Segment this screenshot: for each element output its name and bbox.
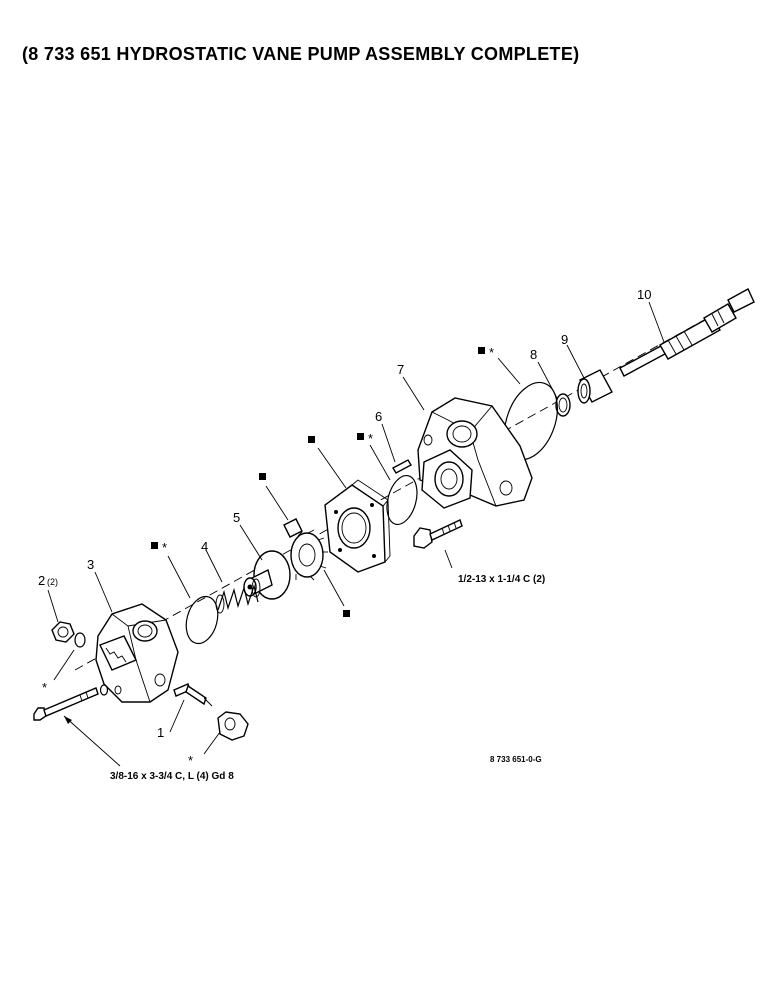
square-marker bbox=[343, 610, 350, 617]
asterisk-marker: * bbox=[42, 680, 47, 695]
drive-shaft-part bbox=[619, 288, 755, 377]
body-bolt-part bbox=[413, 519, 463, 549]
key-part bbox=[392, 459, 412, 474]
callout-6: 6 bbox=[375, 409, 382, 424]
bearing-part bbox=[577, 369, 613, 404]
plug-part bbox=[51, 621, 86, 648]
asterisk-marker: * bbox=[188, 753, 193, 768]
pump-body-part bbox=[417, 397, 533, 509]
callout-7: 7 bbox=[397, 362, 404, 377]
square-marker bbox=[478, 347, 485, 354]
callout-5: 5 bbox=[233, 510, 240, 525]
cover-part bbox=[95, 603, 179, 703]
callout-8: 8 bbox=[530, 347, 537, 362]
cam-ring-part bbox=[324, 479, 391, 573]
figure-number: 8 733 651-0-G bbox=[490, 755, 542, 764]
assembly-axis-line bbox=[74, 299, 741, 671]
diagram-title: (8 733 651 HYDROSTATIC VANE PUMP ASSEMBL… bbox=[22, 44, 580, 64]
callout-2-qty: (2) bbox=[47, 577, 58, 587]
asterisk-marker: * bbox=[368, 431, 373, 446]
cover-bolt-spec: 3/8-16 x 3-3/4 C, L (4) Gd 8 bbox=[110, 771, 234, 782]
callout-1: 1 bbox=[157, 725, 164, 740]
leader-lines bbox=[47, 301, 665, 767]
valve-stem-part bbox=[173, 683, 213, 707]
callout-9: 9 bbox=[561, 332, 568, 347]
square-marker bbox=[308, 436, 315, 443]
asterisk-marker: * bbox=[162, 540, 167, 555]
callout-2: 2 bbox=[38, 573, 45, 588]
vane-part bbox=[283, 518, 303, 538]
callout-4: 4 bbox=[201, 539, 208, 554]
end-plate-part bbox=[243, 550, 291, 600]
cover-o-ring-part bbox=[185, 595, 219, 645]
rotor-part bbox=[290, 529, 328, 581]
callout-10: 10 bbox=[637, 287, 651, 302]
body-bolt-spec: 1/2-13 x 1-1/4 C (2) bbox=[458, 574, 545, 585]
square-marker bbox=[259, 473, 266, 480]
cover-bolt-part bbox=[33, 684, 109, 721]
retaining-ring-part bbox=[555, 393, 571, 417]
square-marker bbox=[357, 433, 364, 440]
callout-3: 3 bbox=[87, 557, 94, 572]
o-ring-6-part bbox=[386, 474, 418, 526]
square-marker bbox=[151, 542, 158, 549]
asterisk-marker: * bbox=[489, 345, 494, 360]
drain-plug-part bbox=[217, 711, 249, 741]
